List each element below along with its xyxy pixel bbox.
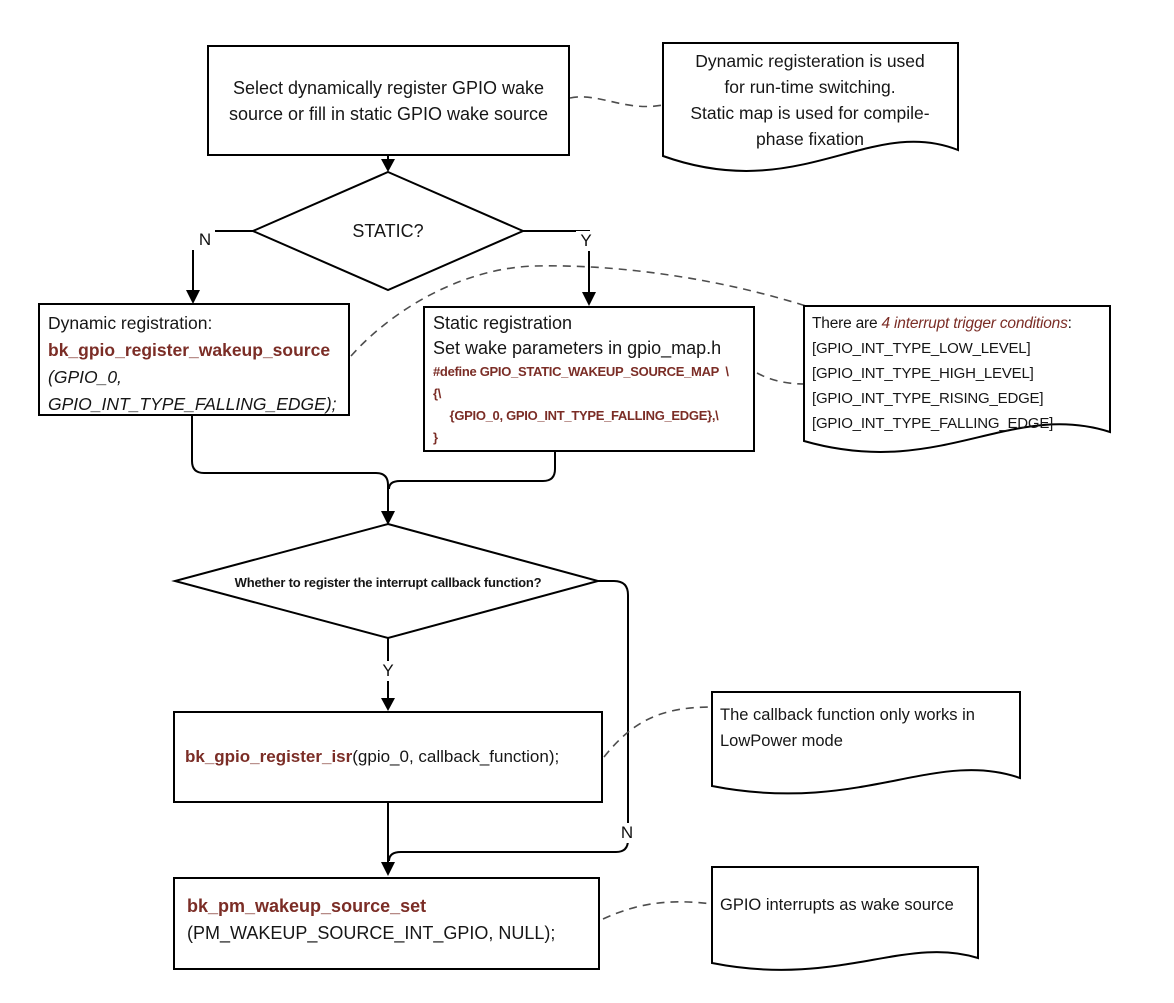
note-callback-text: The callback function only works in LowP… [720, 706, 975, 750]
arrowhead [381, 511, 395, 525]
branch-label-static-no: N [195, 230, 215, 250]
static-box-subtitle: Set wake parameters in gpio_map.h [433, 338, 722, 358]
note-callback-shape [711, 691, 1021, 795]
edge-dynamic-to-callback [191, 416, 389, 512]
dashed-link-start-note [569, 96, 664, 108]
start-box-text: Select dynamically register GPIO wake so… [228, 77, 549, 124]
dynamic-box-arg2: GPIO_INT_TYPE_FALLING_EDGE); [48, 394, 337, 414]
decision-callback-label: Whether to register the interrupt callba… [234, 574, 542, 590]
note-wake-shape [711, 866, 979, 971]
note-trigger-text: There are 4 interrupt trigger conditions… [812, 311, 1108, 436]
decision-static-shape [250, 170, 526, 292]
isr-box-function: bk_gpio_register_isr [185, 747, 353, 766]
pm-box-function: bk_pm_wakeup_source_set [187, 896, 427, 916]
note-trigger-intro: There are 4 interrupt trigger conditions… [812, 311, 1108, 336]
pm-box-args: (PM_WAKEUP_SOURCE_INT_GPIO, NULL); [187, 923, 556, 943]
decision-static-label: STATIC? [352, 220, 424, 241]
dashed-link-static-trigger-note [756, 372, 806, 385]
static-box-title: Static registration [433, 313, 573, 333]
branch-label-callback-no: N [617, 823, 637, 843]
branch-label-callback-yes: Y [378, 661, 398, 681]
arrowhead [582, 292, 596, 306]
arrowhead [186, 290, 200, 304]
static-registration-box: Static registration Set wake parameters … [423, 306, 755, 452]
note-registration-text: Dynamic registeration is used for run-ti… [690, 51, 930, 149]
static-box-code: #define GPIO_STATIC_WAKEUP_SOURCE_MAP \ … [433, 364, 729, 445]
start-box: Select dynamically register GPIO wake so… [207, 45, 570, 156]
register-isr-box: bk_gpio_register_isr(gpio_0, callback_fu… [173, 711, 603, 803]
note-trigger-suffix: : [1067, 315, 1072, 332]
note-wake-text: GPIO interrupts as wake source [720, 896, 954, 914]
dynamic-box-arg1: (GPIO_0, [48, 367, 122, 387]
edge-callback-no [388, 580, 629, 862]
note-trigger-items: [GPIO_INT_TYPE_LOW_LEVEL] [GPIO_INT_TYPE… [812, 340, 1054, 432]
dashed-link-pm-note [602, 901, 713, 920]
dynamic-box-title: Dynamic registration: [48, 313, 213, 333]
note-trigger-emphasis: 4 interrupt trigger conditions [881, 315, 1068, 332]
arrowhead [381, 698, 395, 711]
note-registration-shape [662, 42, 959, 172]
decision-callback-shape [171, 522, 602, 640]
dynamic-box-function: bk_gpio_register_wakeup_source [48, 340, 331, 360]
pm-wakeup-source-box: bk_pm_wakeup_source_set (PM_WAKEUP_SOURC… [173, 877, 600, 970]
note-trigger-prefix: There are [812, 315, 882, 332]
branch-label-static-yes: Y [576, 231, 596, 251]
isr-box-args: (gpio_0, callback_function); [352, 747, 560, 766]
note-trigger-shape [803, 305, 1111, 453]
arrowhead [381, 862, 395, 876]
edge-static-to-callback [388, 452, 556, 490]
dashed-link-dynamic-trigger-note [350, 265, 807, 357]
arrowhead [381, 159, 395, 172]
dashed-link-isr-note [603, 706, 714, 758]
dynamic-registration-box: Dynamic registration: bk_gpio_register_w… [38, 303, 350, 416]
